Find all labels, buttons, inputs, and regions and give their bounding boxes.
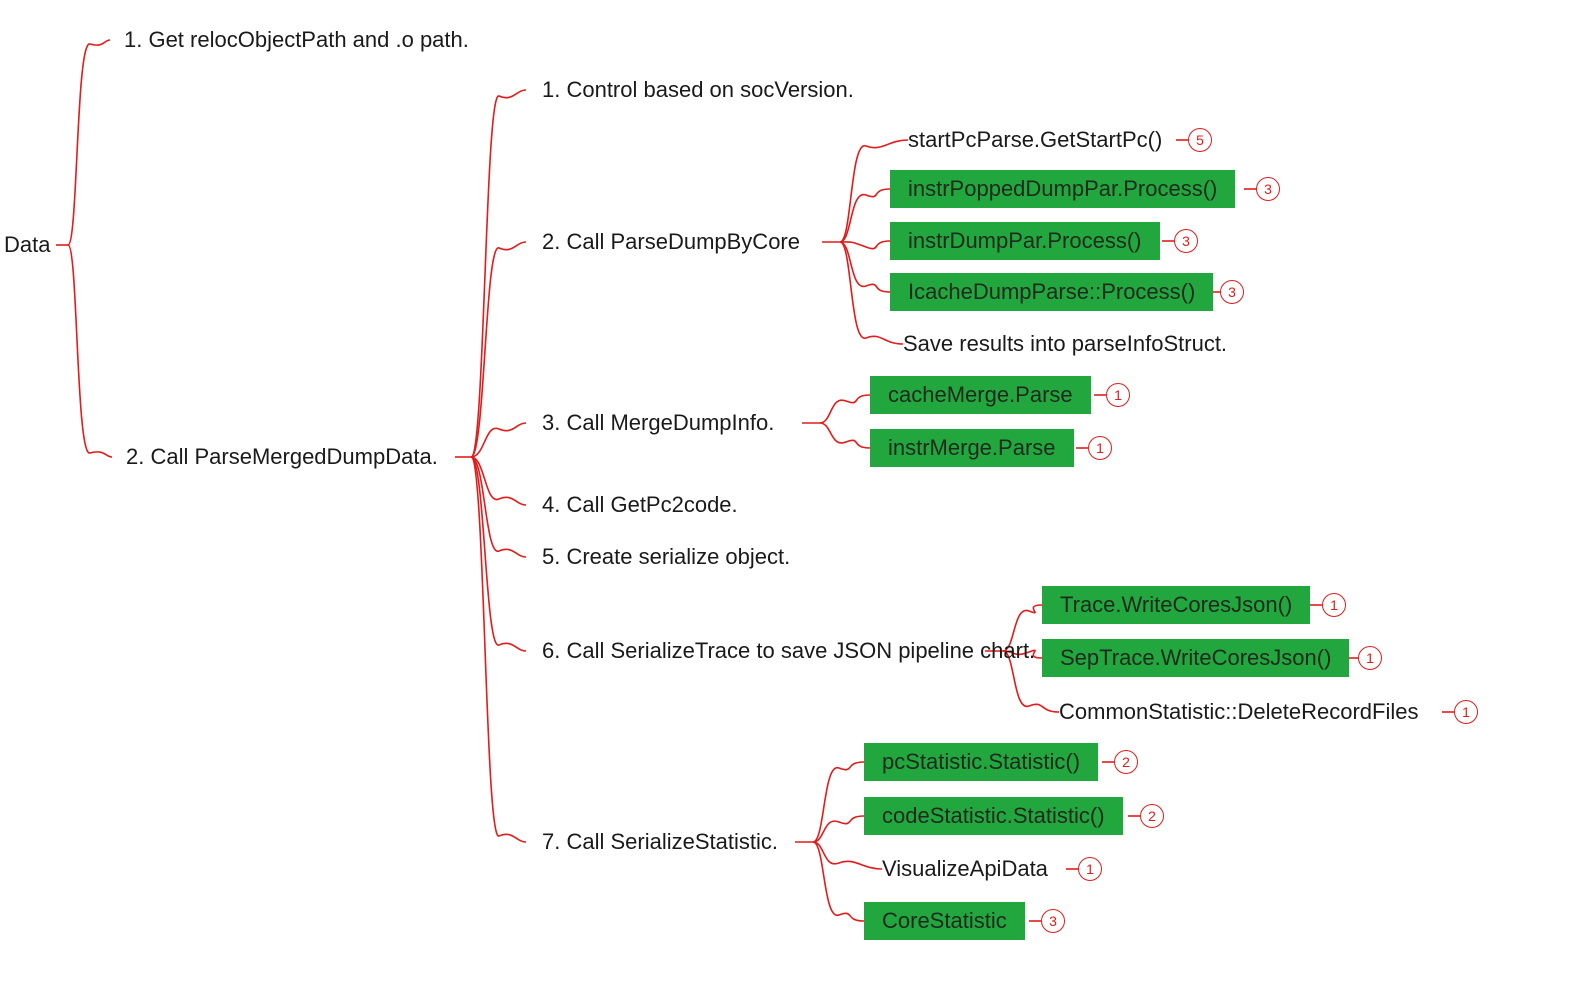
connector-line xyxy=(819,422,871,449)
count-badge: 1 xyxy=(1358,646,1382,670)
count-badge: 1 xyxy=(1078,857,1102,881)
step-node: 6. Call SerializeTrace to save JSON pipe… xyxy=(542,638,1036,663)
connector-line xyxy=(1002,649,1043,659)
highlighted-call-node: pcStatistic.Statistic() xyxy=(864,743,1099,781)
count-badge: 2 xyxy=(1114,750,1138,774)
connector-line xyxy=(839,241,904,345)
count-badge: 1 xyxy=(1088,436,1112,460)
connector-line xyxy=(812,761,865,843)
connector-line xyxy=(839,188,891,243)
connector-line xyxy=(819,394,871,424)
call-node: VisualizeApiData xyxy=(882,856,1048,881)
count-badge: 3 xyxy=(1041,909,1065,933)
connector-line xyxy=(839,240,891,250)
highlighted-call-node: IcacheDumpParse::Process() xyxy=(890,273,1214,311)
count-badge: 3 xyxy=(1220,280,1244,304)
count-badge: 2 xyxy=(1140,804,1164,828)
connector-line xyxy=(812,841,883,870)
count-badge: 1 xyxy=(1454,700,1478,724)
highlighted-call-node: cacheMerge.Parse xyxy=(870,376,1091,414)
connector-line xyxy=(67,39,111,246)
level1-node: 1. Get relocObjectPath and .o path. xyxy=(124,27,469,52)
count-badge: 1 xyxy=(1322,593,1346,617)
level1-node: 2. Call ParseMergedDumpData. xyxy=(126,444,438,469)
root-node: Data xyxy=(4,232,51,257)
highlighted-call-node: instrMerge.Parse xyxy=(870,429,1074,467)
step-node: 4. Call GetPc2code. xyxy=(542,492,738,517)
connector-line xyxy=(470,241,527,458)
count-badge: 5 xyxy=(1188,128,1212,152)
connector-line xyxy=(839,241,891,293)
count-badge: 3 xyxy=(1174,229,1198,253)
connector-line xyxy=(470,456,527,506)
highlighted-call-node: CoreStatistic xyxy=(864,902,1025,940)
connector-line xyxy=(67,244,113,458)
step-node: 1. Control based on socVersion. xyxy=(542,77,854,102)
count-badge: 1 xyxy=(1106,383,1130,407)
connector-line xyxy=(1002,604,1043,652)
highlighted-call-node: instrDumpPar.Process() xyxy=(890,222,1160,260)
highlighted-call-node: instrPoppedDumpPar.Process() xyxy=(890,170,1236,208)
highlighted-call-node: SepTrace.WriteCoresJson() xyxy=(1042,639,1350,677)
connector-line xyxy=(839,139,909,243)
call-node: Save results into parseInfoStruct. xyxy=(903,331,1228,356)
connector-line xyxy=(470,422,527,458)
count-badge: 3 xyxy=(1256,177,1280,201)
highlighted-call-node: Trace.WriteCoresJson() xyxy=(1042,586,1311,624)
step-node: 7. Call SerializeStatistic. xyxy=(542,829,778,854)
connector-line xyxy=(470,456,527,558)
call-node: startPcParse.GetStartPc() xyxy=(908,127,1163,152)
step-node: 3. Call MergeDumpInfo. xyxy=(542,410,775,435)
step-node: 5. Create serialize object. xyxy=(542,544,791,569)
highlighted-call-node: codeStatistic.Statistic() xyxy=(864,797,1123,835)
connector-line xyxy=(470,456,527,843)
connector-line xyxy=(1002,650,1060,713)
call-node: CommonStatistic::DeleteRecordFiles xyxy=(1059,699,1419,724)
connector-line xyxy=(812,841,865,922)
connector-line xyxy=(470,89,527,458)
connector-line xyxy=(812,815,865,843)
connector-line xyxy=(470,456,527,652)
step-node: 2. Call ParseDumpByCore xyxy=(542,229,800,254)
